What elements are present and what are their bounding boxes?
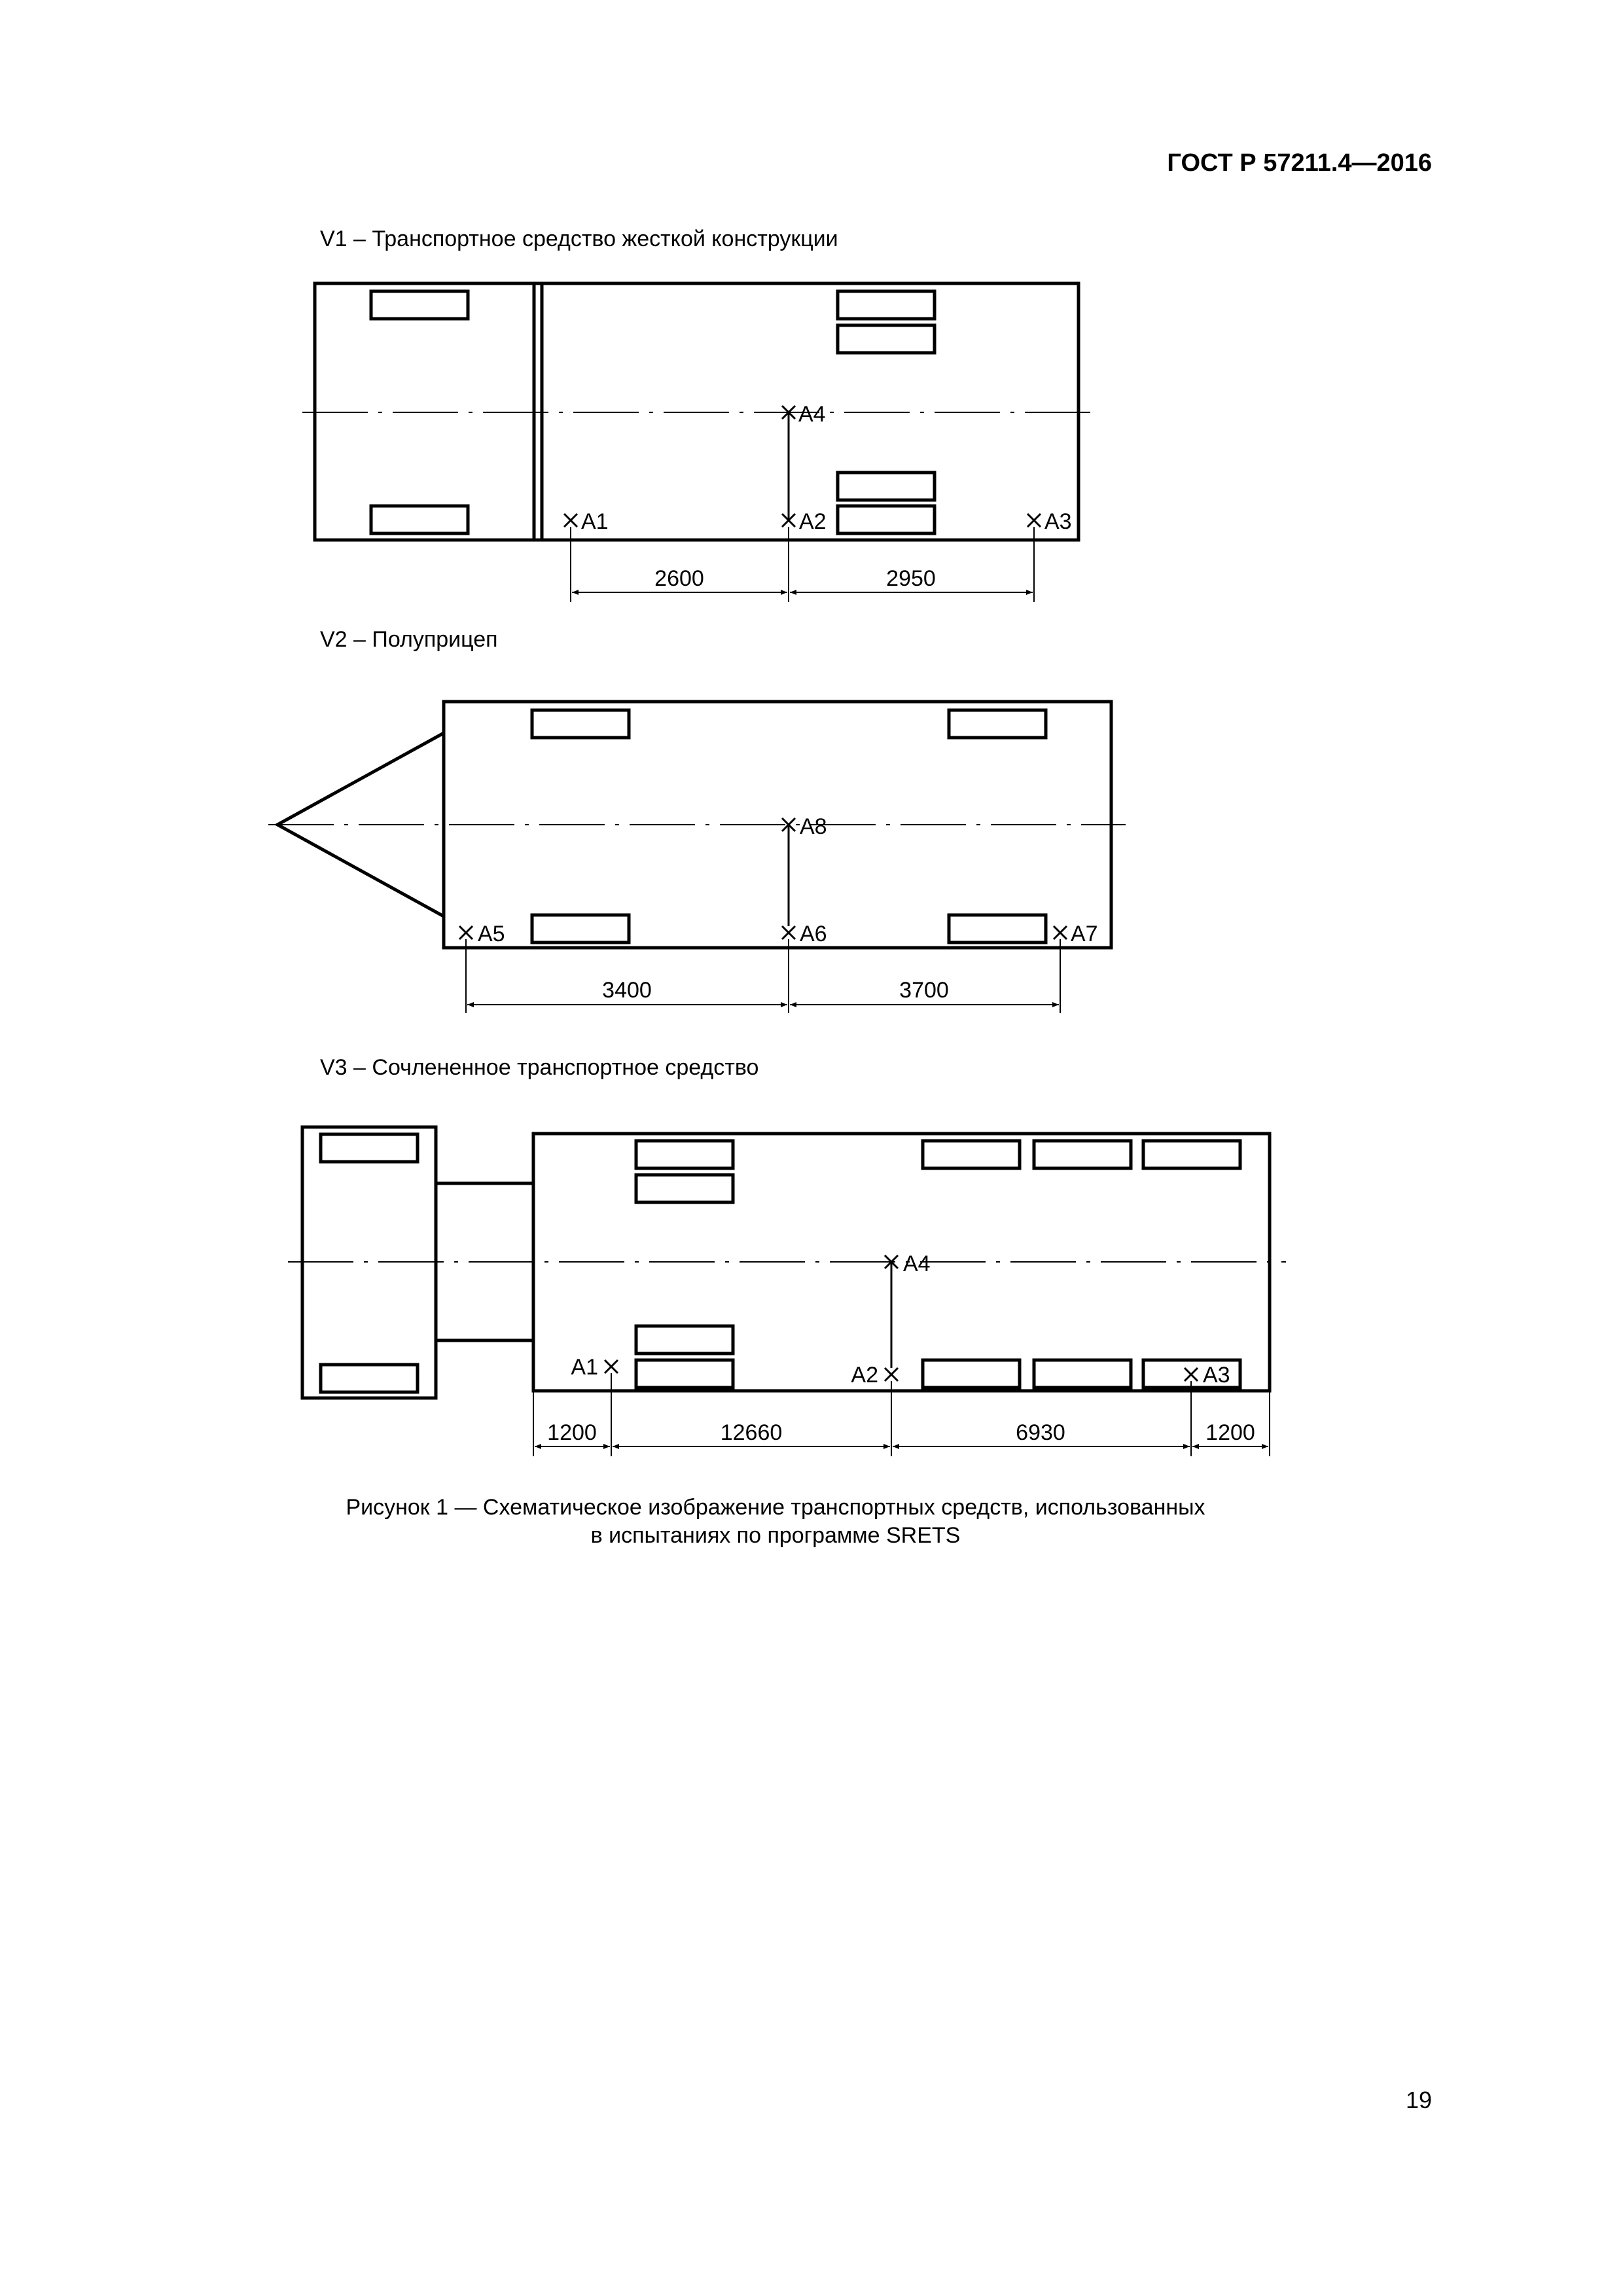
v1-point-a4-mark xyxy=(781,404,796,420)
v1-label-a2: A2 xyxy=(799,509,827,534)
v3-point-a1-mark xyxy=(603,1359,619,1374)
v3-label-a2: A2 xyxy=(851,1363,878,1388)
v2-point-a7-mark xyxy=(1052,925,1068,941)
v3-point-a2-mark xyxy=(883,1367,899,1382)
v3-wheel xyxy=(1141,1139,1242,1170)
v2-wheel xyxy=(530,708,631,740)
v2-point-a6-mark xyxy=(781,925,796,941)
v3-dim-label: 1200 xyxy=(547,1420,597,1445)
v3-wheel xyxy=(1032,1358,1133,1390)
v3-tractor xyxy=(300,1125,438,1400)
v1-label-a4: A4 xyxy=(798,402,826,427)
figure-caption-line1: Рисунок 1 — Схематическое изображение тр… xyxy=(346,1495,1205,1520)
v2-point-a8-mark xyxy=(781,817,796,833)
v2-wheel xyxy=(947,913,1048,944)
v3-trailer-body xyxy=(531,1132,1272,1393)
v1-wheel xyxy=(369,504,470,535)
v3-wheel xyxy=(921,1358,1022,1390)
v1-diagram xyxy=(302,281,1093,602)
v3-label-a3: A3 xyxy=(1203,1363,1230,1388)
v1-point-a1-mark xyxy=(563,512,579,528)
v1-caption: V1 – Транспортное средство жесткой конст… xyxy=(320,226,838,251)
page-number: 19 xyxy=(1405,2087,1432,2113)
v1-point-a3-mark xyxy=(1026,512,1042,528)
v2-wheel xyxy=(947,708,1048,740)
v3-wheel xyxy=(634,1139,735,1170)
v3-wheel xyxy=(634,1173,735,1204)
v1-label-a3: A3 xyxy=(1044,509,1072,534)
v3-wheel xyxy=(634,1324,735,1355)
figure-caption-line2: в испытаниях по программе SRETS xyxy=(590,1522,961,1548)
v2-label-a6: A6 xyxy=(800,922,827,946)
v1-wheel xyxy=(836,471,936,502)
v3-point-a3-mark xyxy=(1183,1367,1199,1382)
v3-label-a4: A4 xyxy=(903,1251,931,1276)
v2-label-a5: A5 xyxy=(478,922,505,946)
v3-wheel xyxy=(921,1139,1022,1170)
figure-caption: Рисунок 1 — Схематическое изображение тр… xyxy=(252,1494,1299,1549)
v1-wheel xyxy=(836,289,936,321)
v2-diagram xyxy=(268,700,1126,1013)
v2-dim-label: 3700 xyxy=(899,978,949,1003)
v2-label-a7: A7 xyxy=(1071,922,1098,946)
v2-body xyxy=(442,700,1113,950)
v1-wheel xyxy=(836,504,936,535)
v1-dim-label: 2600 xyxy=(654,566,704,591)
v3-dim-label: 6930 xyxy=(1016,1420,1065,1445)
v2-dim-label: 3400 xyxy=(602,978,652,1003)
v3-point-a4-mark xyxy=(883,1254,899,1270)
v3-caption: V3 – Сочлененное транспортное средство xyxy=(320,1055,759,1080)
v2-label-a8: A8 xyxy=(800,814,827,839)
v3-diagram xyxy=(288,1125,1286,1456)
v3-wheel xyxy=(1032,1139,1133,1170)
v3-dim-label: 1200 xyxy=(1205,1420,1255,1445)
v1-body xyxy=(532,281,1080,542)
v2-caption: V2 – Полуприцеп xyxy=(320,627,498,652)
standard-number: ГОСТ Р 57211.4—2016 xyxy=(1167,149,1432,177)
v2-drawbar xyxy=(274,731,445,918)
v1-wheel xyxy=(836,323,936,355)
v3-wheel xyxy=(319,1132,419,1164)
v1-point-a2-mark xyxy=(781,512,796,528)
v3-dim-label: 12660 xyxy=(721,1420,783,1445)
v2-point-a5-mark xyxy=(458,925,474,941)
v1-label-a1: A1 xyxy=(581,509,609,534)
v3-label-a1: A1 xyxy=(571,1355,598,1380)
v1-dim-label: 2950 xyxy=(886,566,936,591)
v2-wheel xyxy=(530,913,631,944)
v3-wheel xyxy=(319,1363,419,1394)
v1-wheel xyxy=(369,289,470,321)
v3-wheel xyxy=(634,1358,735,1390)
